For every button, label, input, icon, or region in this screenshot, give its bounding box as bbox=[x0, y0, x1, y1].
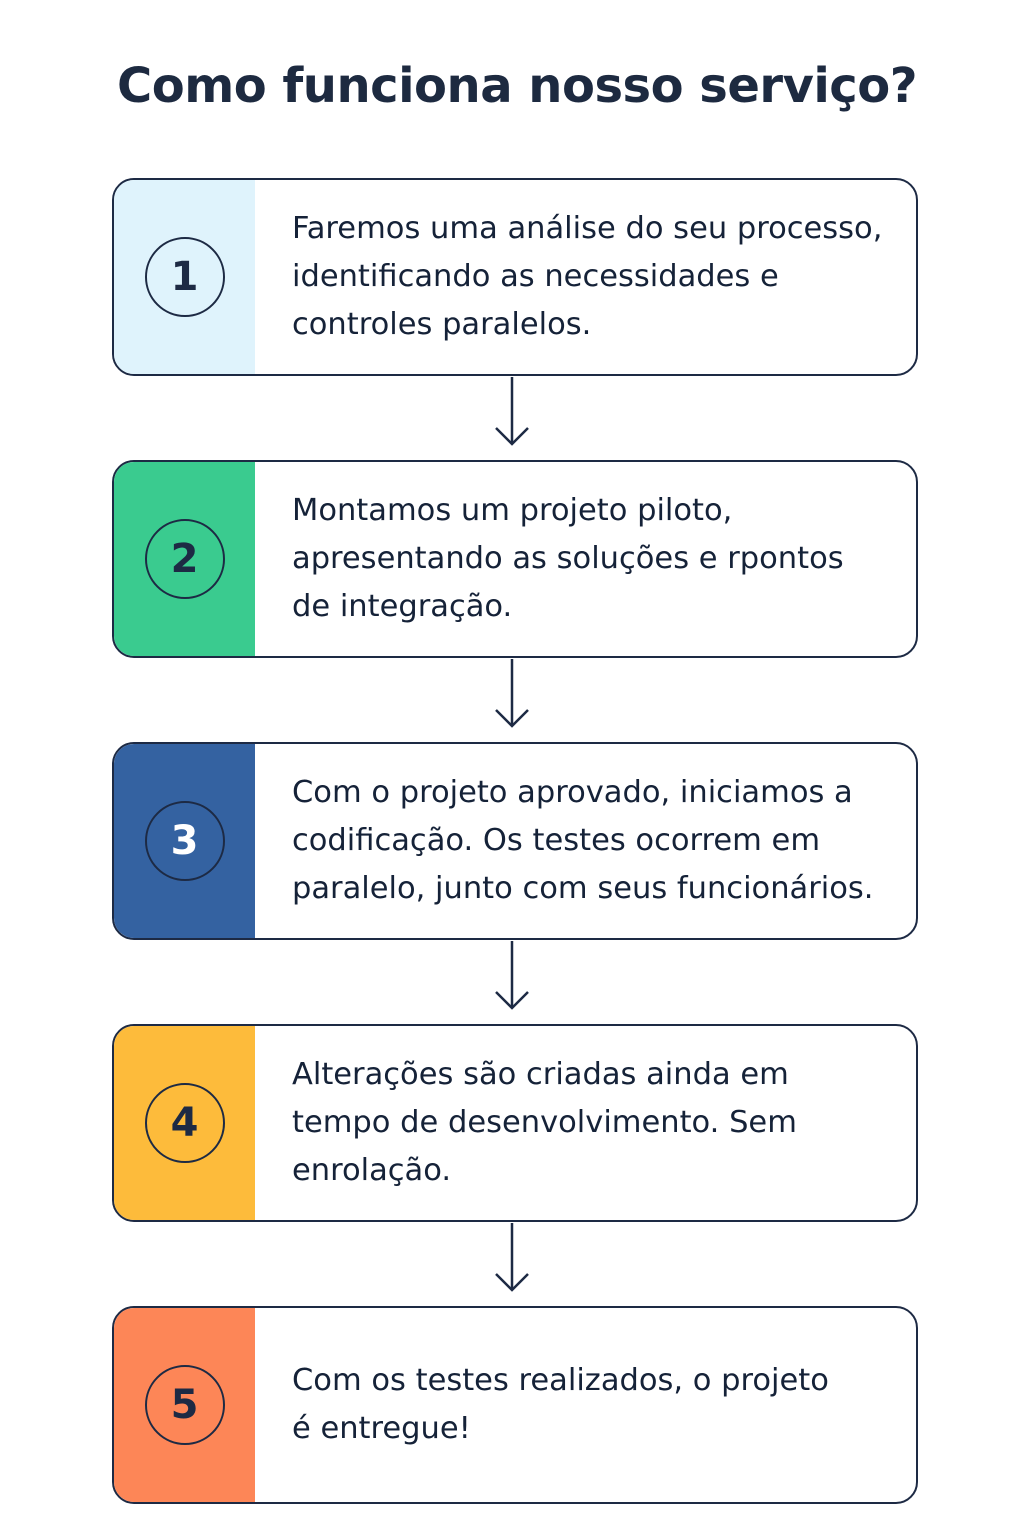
step-5: 5 Com os testes realizados, o projeto é … bbox=[112, 1306, 918, 1504]
step-5-number-badge: 5 bbox=[144, 1365, 225, 1445]
page-title: Como funciona nosso serviço? bbox=[117, 58, 918, 114]
step-4-color-panel: 4 bbox=[114, 1026, 255, 1220]
step-4-number-badge: 4 bbox=[144, 1083, 225, 1163]
arrow-down-icon bbox=[495, 377, 529, 446]
arrow-down-icon bbox=[495, 941, 529, 1010]
step-2-text: Montamos um projeto piloto, apresentando… bbox=[292, 493, 844, 624]
step-1-number-badge: 1 bbox=[144, 237, 225, 317]
step-3: 3 Com o projeto aprovado, iniciamos a co… bbox=[112, 742, 918, 940]
step-2-number-badge: 2 bbox=[144, 519, 225, 599]
step-1-color-panel: 1 bbox=[114, 180, 255, 374]
step-3-color-panel: 3 bbox=[114, 744, 255, 938]
step-1: 1 Faremos uma análise do seu processo, i… bbox=[112, 178, 918, 376]
arrow-down-icon bbox=[495, 659, 529, 728]
step-3-text: Com o projeto aprovado, iniciamos a codi… bbox=[292, 775, 874, 906]
step-4-text: Alterações são criadas ainda em tempo de… bbox=[292, 1057, 797, 1188]
step-4: 4 Alterações são criadas ainda em tempo … bbox=[112, 1024, 918, 1222]
step-5-text: Com os testes realizados, o projeto é en… bbox=[292, 1363, 829, 1446]
step-2-color-panel: 2 bbox=[114, 462, 255, 656]
step-2: 2 Montamos um projeto piloto, apresentan… bbox=[112, 460, 918, 658]
step-1-text: Faremos uma análise do seu processo, ide… bbox=[292, 211, 883, 342]
step-3-number-badge: 3 bbox=[144, 801, 225, 881]
step-5-color-panel: 5 bbox=[114, 1308, 255, 1502]
arrow-down-icon bbox=[495, 1223, 529, 1292]
